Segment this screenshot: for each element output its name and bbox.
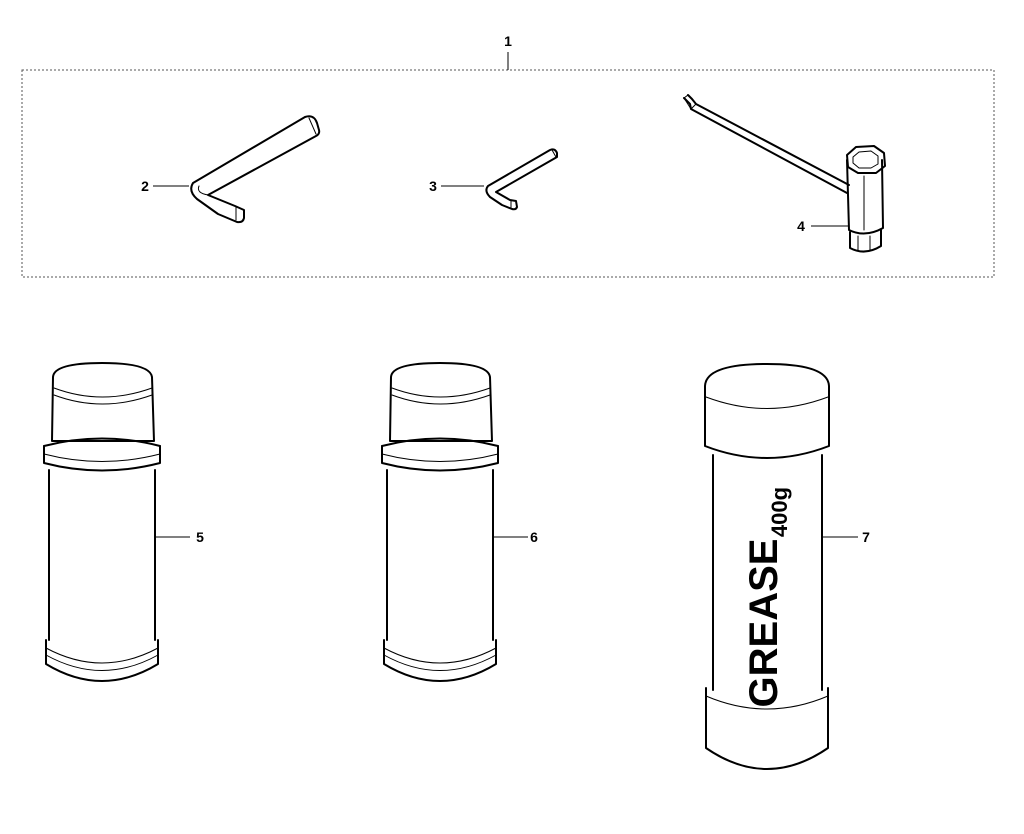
callout-5: 5: [196, 529, 204, 545]
spark-plug-wrench: [683, 94, 886, 253]
callout-4: 4: [797, 218, 805, 234]
callout-7: 7: [862, 529, 870, 545]
hex-key-small: [485, 148, 558, 211]
callout-1: 1: [504, 33, 512, 49]
hex-key-large: [190, 115, 321, 224]
callout-2: 2: [141, 178, 149, 194]
grease-weight-text: 400g: [767, 487, 792, 537]
spray-can-a: [43, 362, 161, 682]
callout-3: 3: [429, 178, 437, 194]
spray-can-b: [381, 362, 499, 682]
grease-tube: GREASE 400g: [704, 363, 830, 770]
callout-6: 6: [530, 529, 538, 545]
grease-label-text: GREASE: [742, 539, 786, 708]
kit-group: 1: [21, 33, 995, 278]
